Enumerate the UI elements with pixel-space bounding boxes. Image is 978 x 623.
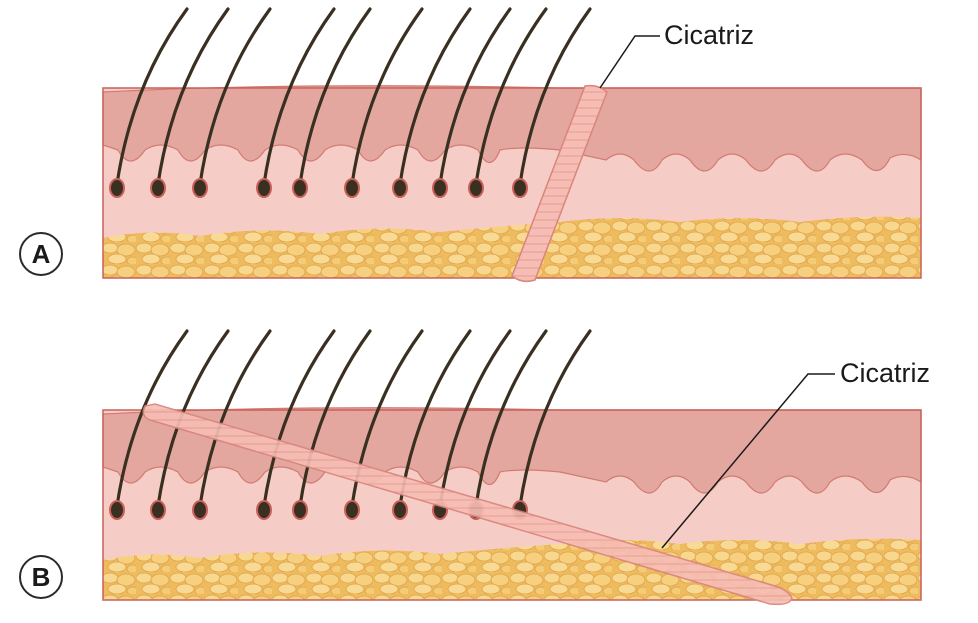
hair-shaft bbox=[262, 329, 336, 508]
panel-b bbox=[102, 329, 922, 606]
hair-follicles-b bbox=[109, 329, 592, 520]
hair-bulb bbox=[344, 500, 360, 520]
scar-label-b: Cicatriz bbox=[840, 358, 931, 388]
hair-shaft bbox=[518, 7, 592, 186]
hair-shaft bbox=[298, 7, 372, 186]
hair-bulb bbox=[292, 500, 308, 520]
scar-b bbox=[142, 403, 793, 606]
hair-bulb bbox=[192, 178, 208, 198]
hair-follicles-a bbox=[109, 7, 592, 198]
hair-shaft bbox=[198, 7, 272, 186]
hair-bulb bbox=[468, 178, 484, 198]
hair-shaft bbox=[262, 7, 336, 186]
scar-label-a: Cicatriz bbox=[664, 20, 755, 50]
hair-shaft bbox=[474, 7, 548, 186]
hair-shaft bbox=[198, 329, 272, 508]
hair-shaft bbox=[350, 7, 424, 186]
hair-bulb bbox=[109, 500, 125, 520]
hair-shaft bbox=[350, 329, 424, 508]
hair-shaft bbox=[438, 7, 512, 186]
hair-bulb bbox=[256, 178, 272, 198]
hair-shaft bbox=[474, 329, 548, 508]
panel-label-a: A bbox=[19, 232, 63, 276]
hair-shaft bbox=[298, 329, 372, 508]
hair-shaft bbox=[518, 329, 592, 508]
panel-a bbox=[102, 7, 922, 283]
hair-bulb bbox=[344, 178, 360, 198]
hair-bulb bbox=[150, 500, 166, 520]
scar-a bbox=[511, 84, 608, 283]
hair-shaft bbox=[115, 7, 189, 186]
hair-shaft bbox=[438, 329, 512, 508]
hair-bulb bbox=[392, 500, 408, 520]
fat-layer-a bbox=[103, 216, 921, 278]
hair-bulb bbox=[109, 178, 125, 198]
hair-bulb bbox=[392, 178, 408, 198]
hair-bulb bbox=[150, 178, 166, 198]
hair-bulb bbox=[432, 178, 448, 198]
hair-bulb bbox=[292, 178, 308, 198]
callout-line-b bbox=[661, 373, 835, 549]
hair-shaft bbox=[115, 329, 189, 508]
panel-label-b: B bbox=[19, 555, 63, 599]
hair-bulb bbox=[256, 500, 272, 520]
hair-bulb bbox=[192, 500, 208, 520]
hair-shaft bbox=[398, 7, 472, 186]
hair-shaft bbox=[156, 7, 230, 186]
callout-line-a bbox=[599, 35, 660, 89]
hair-bulb bbox=[512, 178, 528, 198]
